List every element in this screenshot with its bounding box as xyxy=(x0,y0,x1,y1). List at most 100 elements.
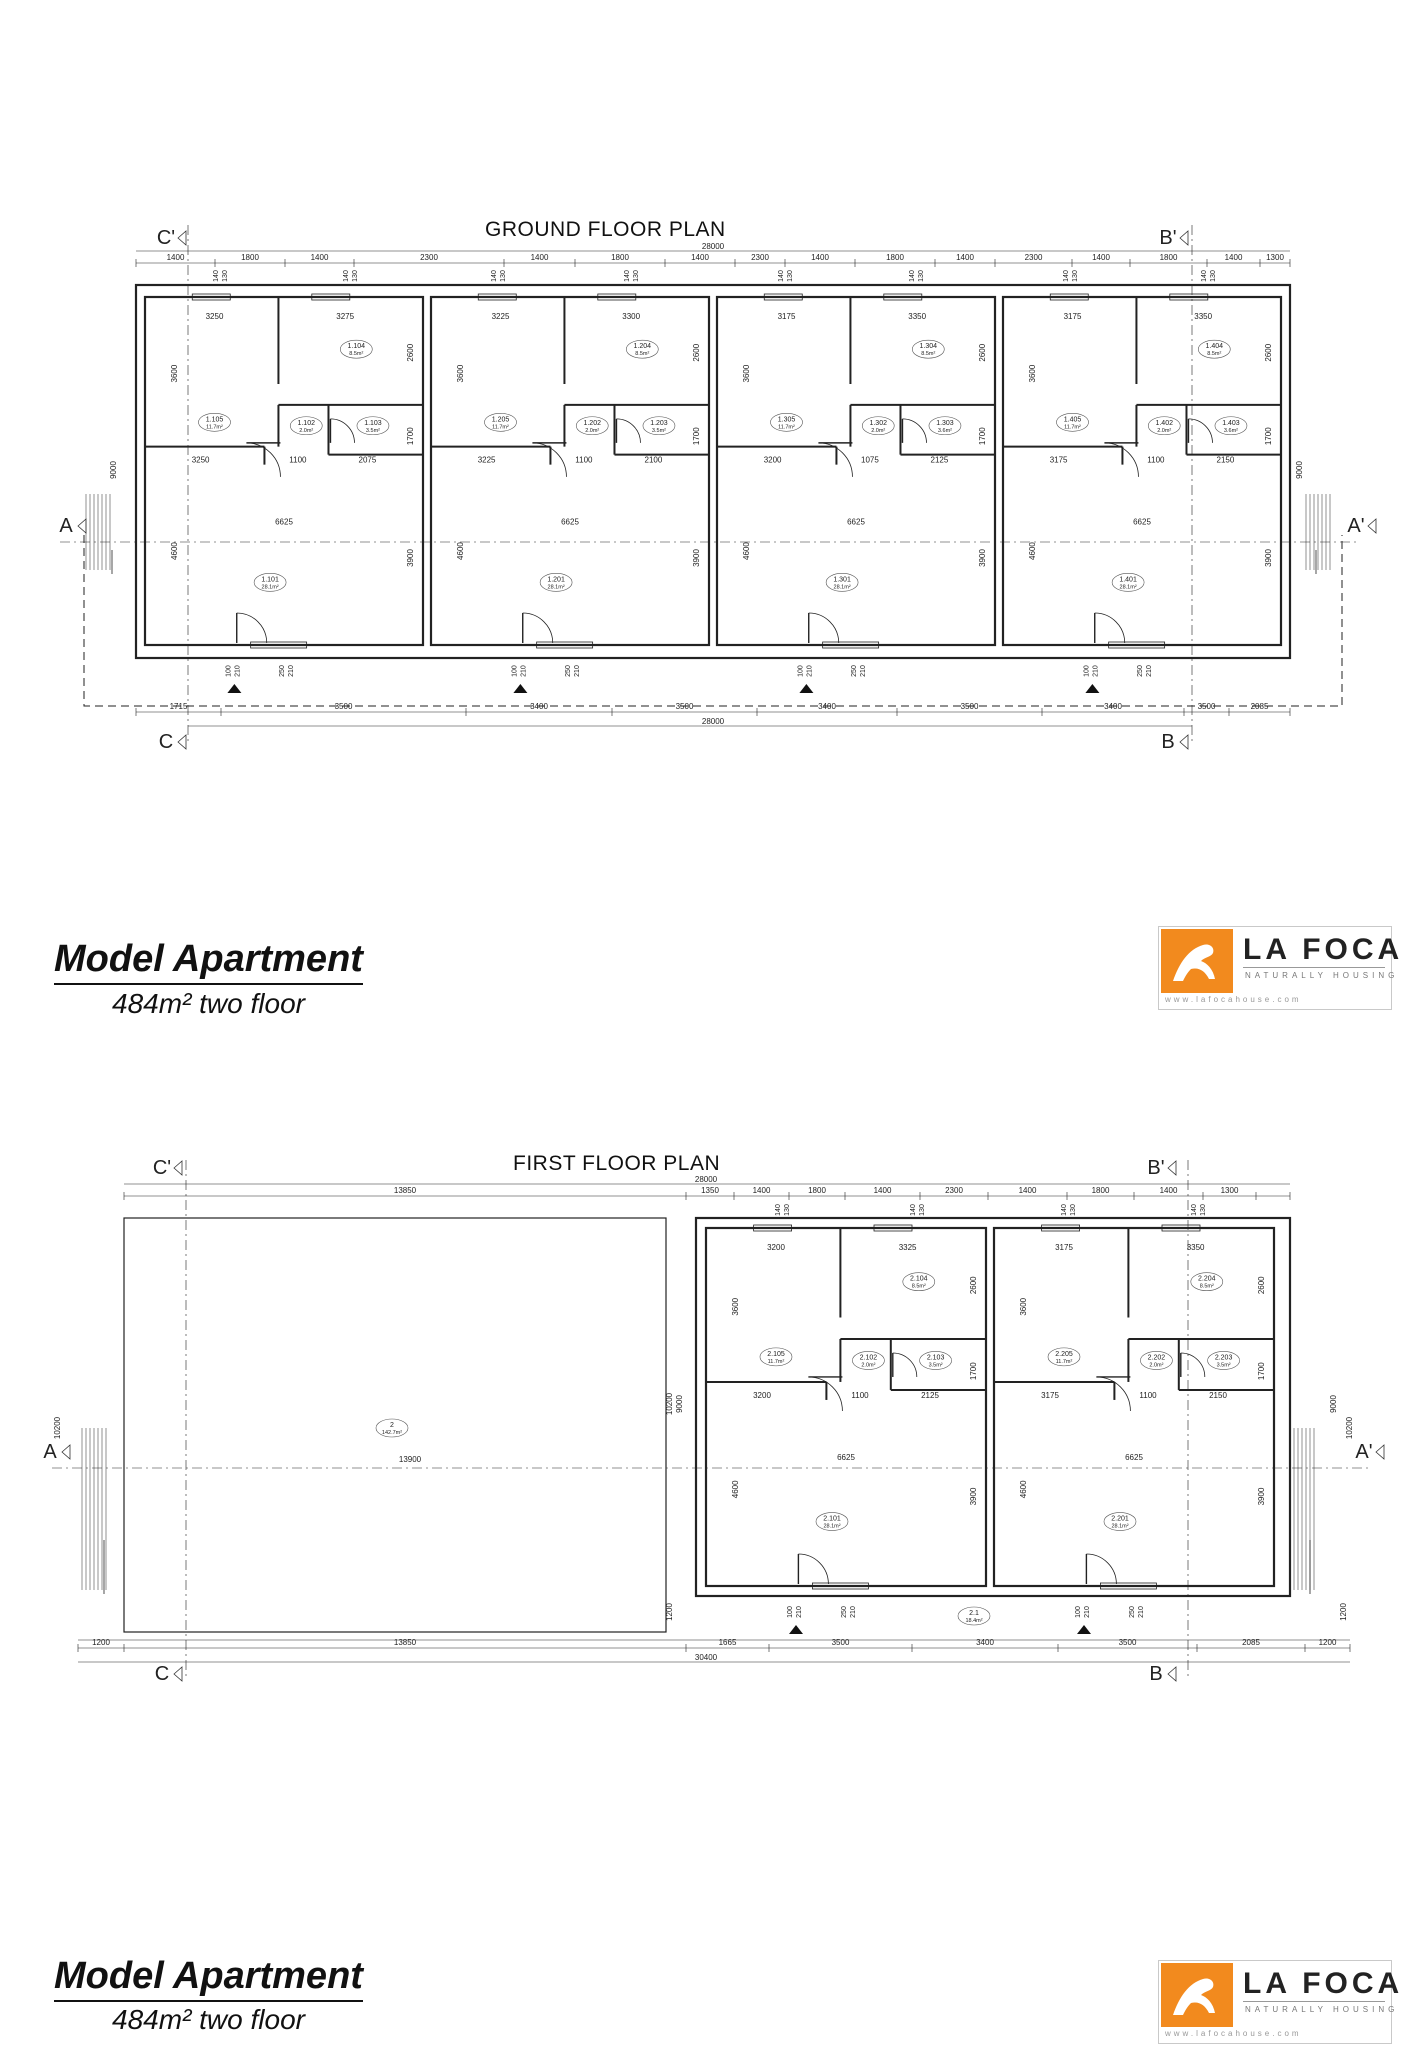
room-width-label: 1100 xyxy=(851,1391,869,1400)
room-width-label: 3325 xyxy=(899,1243,917,1252)
room-area: 142.7m² xyxy=(382,1430,402,1436)
first-bottom-dimension-label: 13850 xyxy=(394,1638,417,1647)
ground-floor-outer-wall xyxy=(134,283,1292,660)
section-mark-b-prime: B' xyxy=(1147,1157,1164,1179)
room-tag xyxy=(1197,339,1231,359)
first-side-dimension: 9000 xyxy=(675,1395,684,1413)
room-tag xyxy=(484,412,517,432)
room-id: 1.204 xyxy=(634,343,652,350)
window-label: 140 xyxy=(343,270,350,282)
ground-top-dimension-label: 1400 xyxy=(311,253,329,262)
door-swing xyxy=(616,418,641,443)
logo-divider xyxy=(1243,2001,1385,2002)
first-bottom-dimension-label: 1200 xyxy=(92,1638,110,1647)
section-mark-a-icon xyxy=(77,518,87,534)
room-area: 3.5m² xyxy=(1217,1362,1231,1368)
opening-label: 210 xyxy=(520,665,527,677)
room-width-label: 3250 xyxy=(192,456,210,465)
section-mark-b-prime-icon xyxy=(1179,230,1189,246)
door-swing xyxy=(1188,418,1213,443)
window-label: 140 xyxy=(213,270,220,282)
room-id: 1.404 xyxy=(1206,343,1224,350)
opening-label: 100 xyxy=(797,665,804,677)
first-top-dimension-label: 1400 xyxy=(1160,1186,1178,1195)
room-height-label: 2600 xyxy=(406,343,415,361)
room-width-label: 3175 xyxy=(1041,1391,1059,1400)
first-overall-bottom-label: 30400 xyxy=(695,1653,718,1662)
opening-label: 100 xyxy=(511,665,518,677)
room-area: 11.7m² xyxy=(1056,1359,1073,1365)
room-width-label: 2150 xyxy=(1209,1391,1227,1400)
room-id: 2 xyxy=(390,1422,394,1429)
section-mark-c-prime-icon xyxy=(173,1160,183,1176)
room-tag xyxy=(815,1512,849,1531)
room-height-label: 3600 xyxy=(1019,1297,1028,1315)
section-mark-c-icon xyxy=(177,734,187,750)
room-id: 1.301 xyxy=(833,576,851,583)
room-id: 1.101 xyxy=(261,576,279,583)
room-id: 2.1 xyxy=(969,1610,979,1617)
room-width-label: 3225 xyxy=(478,456,496,465)
opening-label: 210 xyxy=(796,1606,803,1618)
ground-bottom-dimension-label: 3400 xyxy=(530,702,548,711)
window-label: 130 xyxy=(918,270,925,282)
room-tag xyxy=(642,416,676,436)
door-swing xyxy=(522,612,554,644)
door-swing xyxy=(818,442,853,477)
room-area: 28.1m² xyxy=(834,584,851,590)
first-overall-label: 28000 xyxy=(695,1175,718,1184)
opening-label: 250 xyxy=(1137,665,1144,677)
room-width-label: 2100 xyxy=(645,456,663,465)
opening-label: 210 xyxy=(1092,665,1099,677)
room-tag xyxy=(1111,573,1145,592)
model-apartment-title-2: Model Apartment xyxy=(54,1955,363,2002)
ground-overall-bottom-label: 28000 xyxy=(702,717,725,726)
section-mark-a-prime: A' xyxy=(1355,1441,1372,1463)
room-area: 8.5m² xyxy=(912,1284,926,1290)
logo-divider xyxy=(1243,967,1385,968)
room-id: 2.102 xyxy=(860,1354,878,1361)
door-swing xyxy=(1180,1352,1206,1377)
window-label: 140 xyxy=(491,270,498,282)
opening-label: 100 xyxy=(225,665,232,677)
apartment-unit-wall xyxy=(143,295,425,647)
logo-url[interactable]: www.lafocahouse.com xyxy=(1165,2029,1302,2038)
ground-top-dimension-label: 1400 xyxy=(531,253,549,262)
section-mark-b: B xyxy=(1161,731,1174,753)
room-height-label: 2600 xyxy=(1257,1276,1266,1294)
room-area: 11.7m² xyxy=(768,1359,785,1365)
room-height-label: 4600 xyxy=(170,542,179,560)
logo-url[interactable]: www.lafocahouse.com xyxy=(1165,995,1302,1004)
door-swing xyxy=(798,1553,829,1585)
opening-label: 210 xyxy=(234,665,241,677)
opening-label: 210 xyxy=(1138,1606,1145,1618)
room-width-label: 3175 xyxy=(1064,312,1082,321)
room-tag xyxy=(375,1418,409,1438)
room-area: 2.0m² xyxy=(1157,428,1171,434)
room-id: 2.202 xyxy=(1148,1354,1166,1361)
window-label: 130 xyxy=(787,270,794,282)
seal-icon xyxy=(1161,929,1233,993)
entry-arrow-icon xyxy=(227,684,242,693)
first-bottom-dimension-label: 3400 xyxy=(976,1638,994,1647)
room-area: 2.0m² xyxy=(585,428,599,434)
room-width-label: 2150 xyxy=(1217,456,1235,465)
first-side-dimension: 1200 xyxy=(1339,1603,1348,1621)
ground-top-dimension-label: 1800 xyxy=(611,253,629,262)
room-height-label: 1700 xyxy=(1257,1362,1266,1380)
room-id: 2.201 xyxy=(1111,1516,1129,1523)
section-mark-a-icon xyxy=(61,1444,71,1460)
room-height-label: 1700 xyxy=(406,427,415,445)
room-height-label: 2600 xyxy=(692,343,701,361)
room-area: 3.5m² xyxy=(929,1362,943,1368)
window-label: 130 xyxy=(784,1204,791,1216)
room-area: 8.5m² xyxy=(635,351,649,357)
room-width-label: 6625 xyxy=(1133,518,1151,527)
ground-top-dimension-label: 1800 xyxy=(241,253,259,262)
first-bottom-dimension-label: 1665 xyxy=(719,1638,737,1647)
apartment-unit-wall xyxy=(715,295,997,647)
room-area: 3.6m² xyxy=(938,428,952,434)
room-width-label: 3175 xyxy=(1055,1243,1073,1252)
first-floor-open-room xyxy=(123,1217,667,1633)
